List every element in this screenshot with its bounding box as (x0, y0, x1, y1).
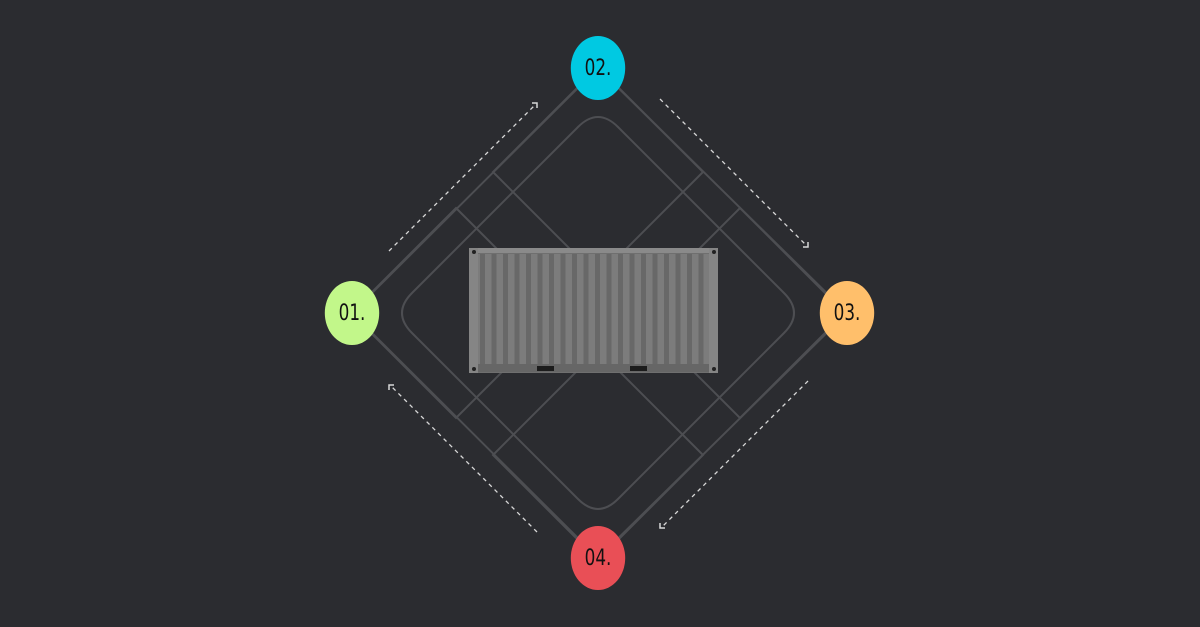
container-rib (572, 254, 577, 364)
arrowhead-icon (659, 523, 665, 529)
step-02-badge: 02. (570, 36, 626, 100)
dashed-arrow-icon (659, 98, 808, 247)
container-rib (480, 254, 485, 364)
inner-rounded-diamond (401, 116, 795, 510)
container-rib (537, 254, 543, 364)
container-rib (491, 254, 497, 364)
dashed-arrow-icon (389, 384, 538, 533)
container-rib (629, 254, 635, 364)
arrowhead-icon (803, 242, 809, 248)
container-rib (595, 254, 600, 364)
container-rib (641, 254, 646, 364)
shipping-container-icon (469, 248, 718, 373)
container-rib (503, 254, 508, 364)
arrowhead-icon (532, 102, 538, 108)
container-rib (675, 254, 681, 364)
container-rib (526, 254, 531, 364)
container-rib (583, 254, 589, 364)
step-01-badge: 01. (324, 281, 380, 345)
dashed-arrow-icon (660, 380, 809, 529)
arrowhead-icon (388, 384, 394, 390)
container-rib (618, 254, 623, 364)
container-rib (652, 254, 658, 364)
step-03-badge: 03. (819, 281, 875, 345)
container-rib (549, 254, 554, 364)
container-rib (664, 254, 669, 364)
container-rib (514, 254, 520, 364)
container-rib (687, 254, 692, 364)
step-04-badge: 04. (570, 526, 626, 590)
dashed-arrow-icon (388, 103, 537, 252)
container-rib (606, 254, 612, 364)
container-rib (698, 254, 704, 364)
container-rib (560, 254, 566, 364)
